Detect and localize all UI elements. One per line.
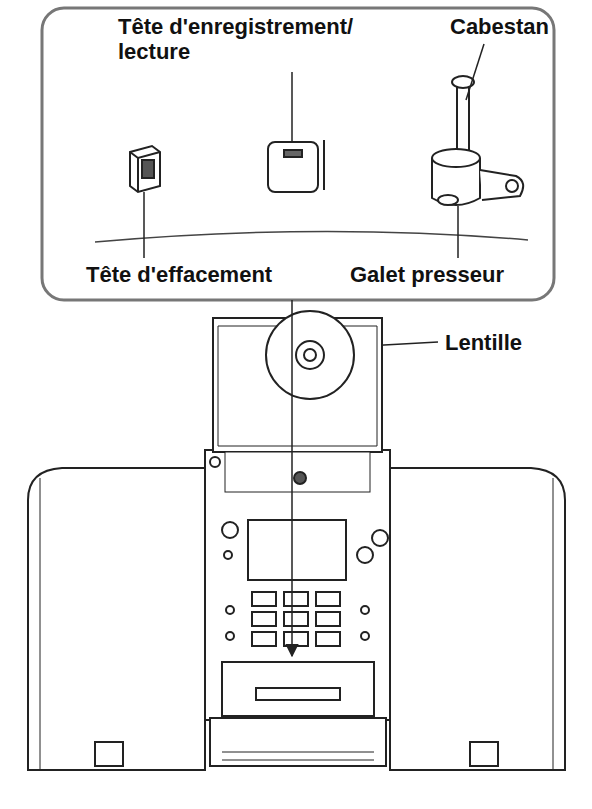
main-unit-part bbox=[252, 632, 276, 646]
pinch-roller-part bbox=[432, 149, 480, 167]
erase-head-part bbox=[130, 146, 160, 192]
main-unit-part bbox=[210, 718, 386, 766]
main-unit-part bbox=[316, 612, 340, 626]
main-unit-part bbox=[205, 450, 390, 720]
main-unit-part bbox=[224, 551, 232, 559]
speaker-right-part bbox=[470, 742, 498, 766]
part-label: Lentille bbox=[445, 330, 565, 355]
leader-lines-part bbox=[291, 72, 293, 142]
main-unit-part bbox=[225, 452, 370, 492]
main-unit-part bbox=[284, 592, 308, 606]
main-unit-part bbox=[361, 632, 369, 640]
main-unit-part bbox=[222, 752, 374, 760]
main-unit-part bbox=[284, 632, 308, 646]
part-label: Galet presseur bbox=[350, 262, 550, 287]
speaker-right-part bbox=[553, 478, 554, 770]
main-unit-part bbox=[222, 662, 374, 716]
erase-head-part bbox=[137, 158, 139, 192]
callout-frame-part bbox=[95, 231, 528, 242]
main-unit-part bbox=[294, 472, 306, 484]
main-unit-part bbox=[256, 688, 340, 700]
record-playback-head-part bbox=[284, 150, 302, 157]
speaker-left-part bbox=[95, 742, 123, 766]
record-playback-head bbox=[268, 140, 324, 192]
main-unit-part bbox=[284, 612, 308, 626]
erase-head-part bbox=[130, 152, 160, 158]
main-unit-part bbox=[248, 520, 346, 580]
main-unit-part bbox=[296, 341, 324, 369]
main-unit-part bbox=[357, 547, 373, 563]
erase-head bbox=[130, 146, 160, 192]
part-label: Tête d'effacement bbox=[86, 262, 326, 287]
speaker-right-part bbox=[390, 468, 565, 770]
main-unit-part bbox=[304, 349, 316, 361]
leader-lines bbox=[144, 44, 484, 348]
speaker-left-part bbox=[40, 478, 41, 770]
pinch-roller bbox=[432, 149, 523, 205]
speaker-right bbox=[390, 468, 565, 770]
record-playback-head-part bbox=[268, 142, 318, 192]
speaker-left bbox=[28, 468, 205, 770]
part-label: Tête d'enregistrement/ lecture bbox=[118, 14, 380, 65]
callout-frame-part bbox=[42, 8, 554, 300]
main-unit-part bbox=[252, 592, 276, 606]
part-label: Cabestan bbox=[450, 14, 554, 39]
pinch-roller-part bbox=[506, 180, 518, 192]
callout-arrow-part bbox=[291, 300, 293, 656]
main-unit-part bbox=[316, 632, 340, 646]
main-unit bbox=[205, 311, 390, 766]
main-unit-part bbox=[226, 606, 234, 614]
leader-lines-part bbox=[457, 206, 459, 258]
main-unit-part bbox=[222, 522, 238, 538]
leader-lines-part bbox=[143, 192, 145, 258]
main-unit-part bbox=[372, 530, 388, 546]
erase-head-part bbox=[142, 160, 154, 178]
pinch-roller-part bbox=[438, 195, 458, 205]
main-unit-part bbox=[266, 311, 354, 399]
main-unit-part bbox=[210, 457, 220, 467]
callout-arrow bbox=[291, 300, 293, 656]
main-unit-part bbox=[316, 592, 340, 606]
speaker-left-part bbox=[28, 468, 205, 770]
main-unit-part bbox=[361, 606, 369, 614]
main-unit-part bbox=[252, 612, 276, 626]
main-unit-part bbox=[226, 632, 234, 640]
record-playback-head-part bbox=[323, 140, 325, 190]
pinch-roller-part bbox=[480, 170, 523, 200]
callout-frame bbox=[42, 8, 554, 300]
leader-lines-part bbox=[466, 44, 484, 100]
